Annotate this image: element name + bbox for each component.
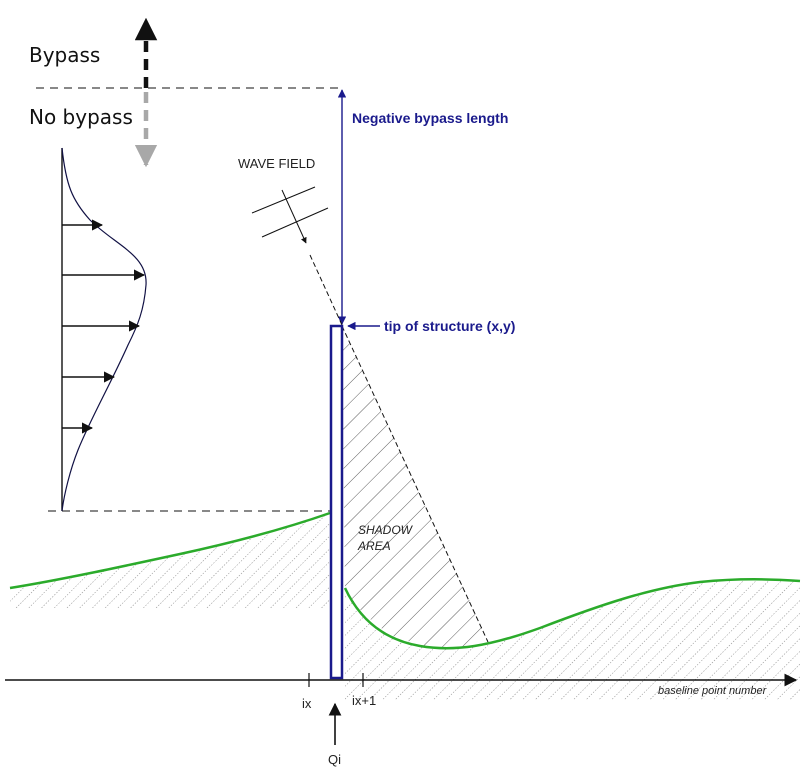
coastline-right — [343, 578, 801, 650]
wave-crest-line — [261, 207, 329, 238]
bypass-label: Bypass — [29, 43, 100, 67]
area-label: AREA — [357, 539, 391, 553]
beach-mask-left — [10, 608, 330, 660]
velocity-profile-curve — [61, 147, 147, 512]
negative-bypass-length-label: Negative bypass length — [352, 110, 508, 126]
qi-label: Qi — [328, 752, 341, 767]
wave-field-label: WAVE FIELD — [238, 156, 315, 171]
shadow-area-hatching — [342, 328, 488, 650]
wave-crest-line — [251, 186, 316, 214]
wave-direction-arrow — [281, 189, 307, 244]
ix-label: ix — [302, 696, 312, 711]
tip-of-structure-label: tip of structure (x,y) — [384, 318, 515, 334]
no-bypass-label: No bypass — [29, 105, 133, 129]
shadow-boundary-line — [341, 325, 489, 643]
wave-ray-dashed — [309, 254, 343, 326]
ix-plus-1-label: ix+1 — [352, 693, 376, 708]
shadow-label: SHADOW — [358, 523, 414, 537]
baseline-label: baseline point number — [658, 685, 768, 697]
coastline-left — [9, 511, 331, 590]
structure — [329, 324, 344, 680]
